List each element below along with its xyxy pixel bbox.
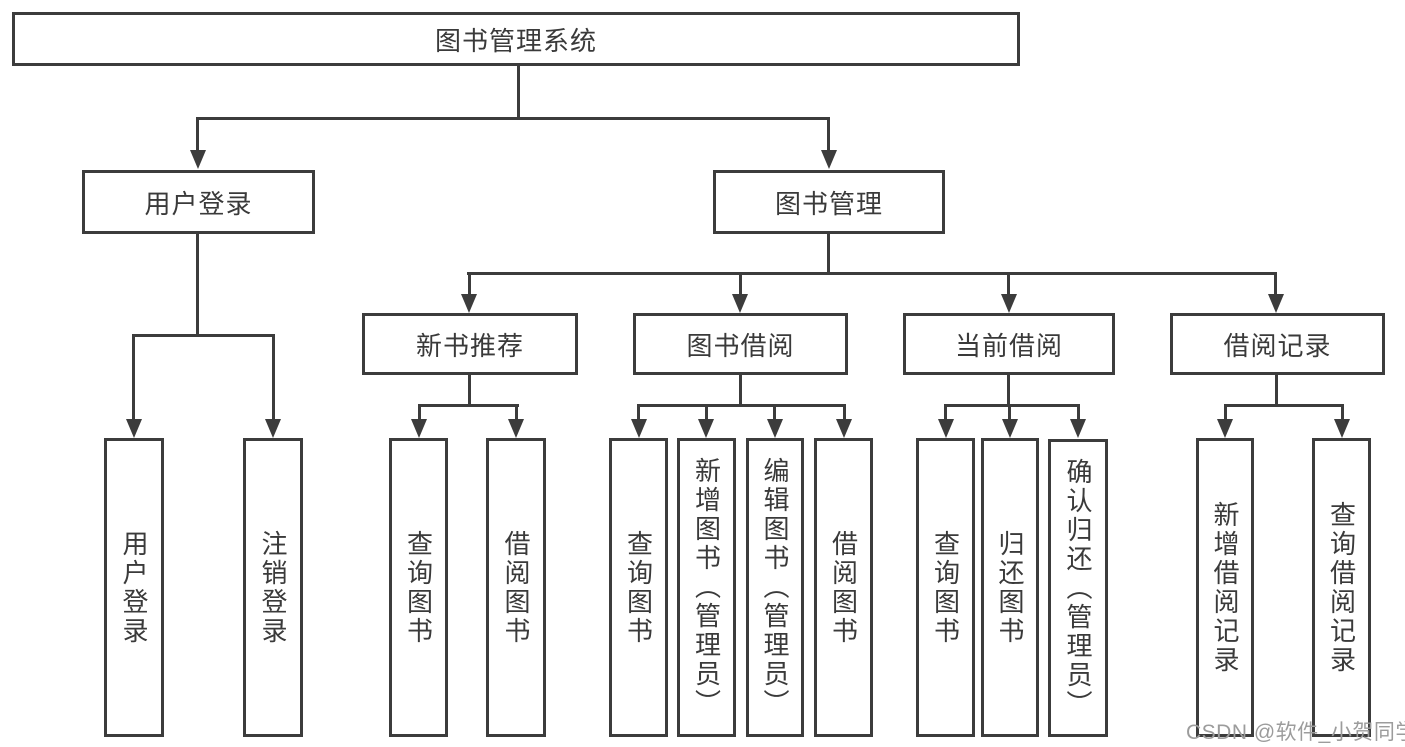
arrowhead-icon <box>1001 294 1017 313</box>
connector-line <box>1008 404 1011 422</box>
leaf-borrow-book-a-label: 借阅图书 <box>501 529 531 646</box>
node-root: 图书管理系统 <box>12 12 1020 66</box>
connector-line <box>827 234 830 275</box>
leaf-add-record: 新增借阅记录 <box>1196 438 1254 737</box>
node-current-borrow: 当前借阅 <box>903 313 1115 375</box>
leaf-confirm-return-label: 确认归还（管理员） <box>1063 457 1093 719</box>
connector-line <box>843 404 846 422</box>
connector-line <box>637 404 640 422</box>
csdn-watermark: CSDN @软件_小贺同学 <box>1186 721 1405 744</box>
leaf-user-login-label: 用户登录 <box>119 529 149 646</box>
node-borrow-records: 借阅记录 <box>1170 313 1385 375</box>
connector-line <box>132 334 135 422</box>
leaf-query-book-a-label: 查询图书 <box>403 529 434 646</box>
connector-line <box>196 234 199 337</box>
connector-line <box>827 117 830 153</box>
connector-line <box>1274 272 1277 297</box>
leaf-query-book-a: 查询图书 <box>389 438 448 737</box>
connector-line <box>468 272 471 297</box>
arrowhead-icon <box>1268 294 1284 313</box>
arrowhead-icon <box>190 150 206 169</box>
node-book-mgmt-label: 图书管理 <box>774 188 883 219</box>
arrowhead-icon <box>1002 419 1018 438</box>
connector-line <box>1224 404 1227 422</box>
connector-line <box>468 375 471 407</box>
connector-line <box>739 375 742 407</box>
leaf-logout-label: 注销登录 <box>258 529 288 646</box>
connector-line <box>1077 404 1080 422</box>
arrowhead-icon <box>698 419 714 438</box>
connector-line <box>418 404 421 422</box>
leaf-logout: 注销登录 <box>243 438 303 737</box>
leaf-query-record-label: 查询借阅记录 <box>1326 500 1357 675</box>
leaf-query-book-b: 查询图书 <box>609 438 668 737</box>
leaf-borrow-book-b-label: 借阅图书 <box>828 529 859 646</box>
node-new-book-rec-label: 新书推荐 <box>415 330 524 361</box>
node-borrow-records-label: 借阅记录 <box>1223 330 1332 361</box>
connector-line <box>1275 375 1278 407</box>
leaf-confirm-return: 确认归还（管理员） <box>1048 439 1108 737</box>
connector-line <box>1224 404 1344 407</box>
connector-line <box>739 272 742 297</box>
leaf-query-book-b-label: 查询图书 <box>623 529 654 646</box>
leaf-user-login: 用户登录 <box>104 438 164 737</box>
arrowhead-icon <box>1217 419 1233 438</box>
connector-line <box>196 117 199 153</box>
node-book-borrow-label: 图书借阅 <box>686 330 795 361</box>
leaf-borrow-book-a: 借阅图书 <box>486 438 546 737</box>
node-new-book-rec: 新书推荐 <box>362 313 578 375</box>
arrowhead-icon <box>265 419 281 438</box>
connector-line <box>467 272 1277 275</box>
connector-line <box>517 66 520 118</box>
connector-line <box>418 404 519 407</box>
node-user-login: 用户登录 <box>82 170 315 234</box>
leaf-add-record-label: 新增借阅记录 <box>1210 500 1240 675</box>
leaf-add-book-label: 新增图书（管理员） <box>691 457 722 718</box>
arrowhead-icon <box>461 294 477 313</box>
leaf-query-book-c-label: 查询图书 <box>930 529 961 646</box>
leaf-edit-book: 编辑图书（管理员） <box>746 438 804 737</box>
connector-line <box>196 117 830 120</box>
node-root-label: 图书管理系统 <box>434 25 597 56</box>
arrowhead-icon <box>732 294 748 313</box>
leaf-return-book-label: 归还图书 <box>995 529 1025 646</box>
node-current-borrow-label: 当前借阅 <box>954 330 1063 361</box>
arrowhead-icon <box>508 419 524 438</box>
connector-line <box>1341 404 1344 422</box>
connector-line <box>705 404 708 422</box>
node-book-borrow: 图书借阅 <box>633 313 848 375</box>
node-book-mgmt: 图书管理 <box>713 170 945 234</box>
connector-line <box>944 404 1080 407</box>
arrowhead-icon <box>1070 419 1086 438</box>
node-user-login-label: 用户登录 <box>144 188 253 219</box>
connector-line <box>944 404 947 422</box>
arrowhead-icon <box>938 419 954 438</box>
arrowhead-icon <box>836 419 852 438</box>
connector-line <box>132 334 275 337</box>
leaf-query-record: 查询借阅记录 <box>1312 438 1371 737</box>
connector-line <box>515 404 518 422</box>
connector-line <box>773 404 776 422</box>
connector-line <box>637 404 846 407</box>
arrowhead-icon <box>126 419 142 438</box>
arrowhead-icon <box>1334 419 1350 438</box>
leaf-return-book: 归还图书 <box>981 438 1039 737</box>
leaf-query-book-c: 查询图书 <box>916 438 975 737</box>
leaf-add-book: 新增图书（管理员） <box>677 438 736 737</box>
arrowhead-icon <box>767 419 783 438</box>
connector-line <box>1007 272 1010 297</box>
arrowhead-icon <box>411 419 427 438</box>
connector-line <box>1007 375 1010 407</box>
leaf-edit-book-label: 编辑图书（管理员） <box>760 457 790 718</box>
leaf-borrow-book-b: 借阅图书 <box>814 438 873 737</box>
connector-line <box>272 334 275 422</box>
arrowhead-icon <box>821 150 837 169</box>
arrowhead-icon <box>631 419 647 438</box>
